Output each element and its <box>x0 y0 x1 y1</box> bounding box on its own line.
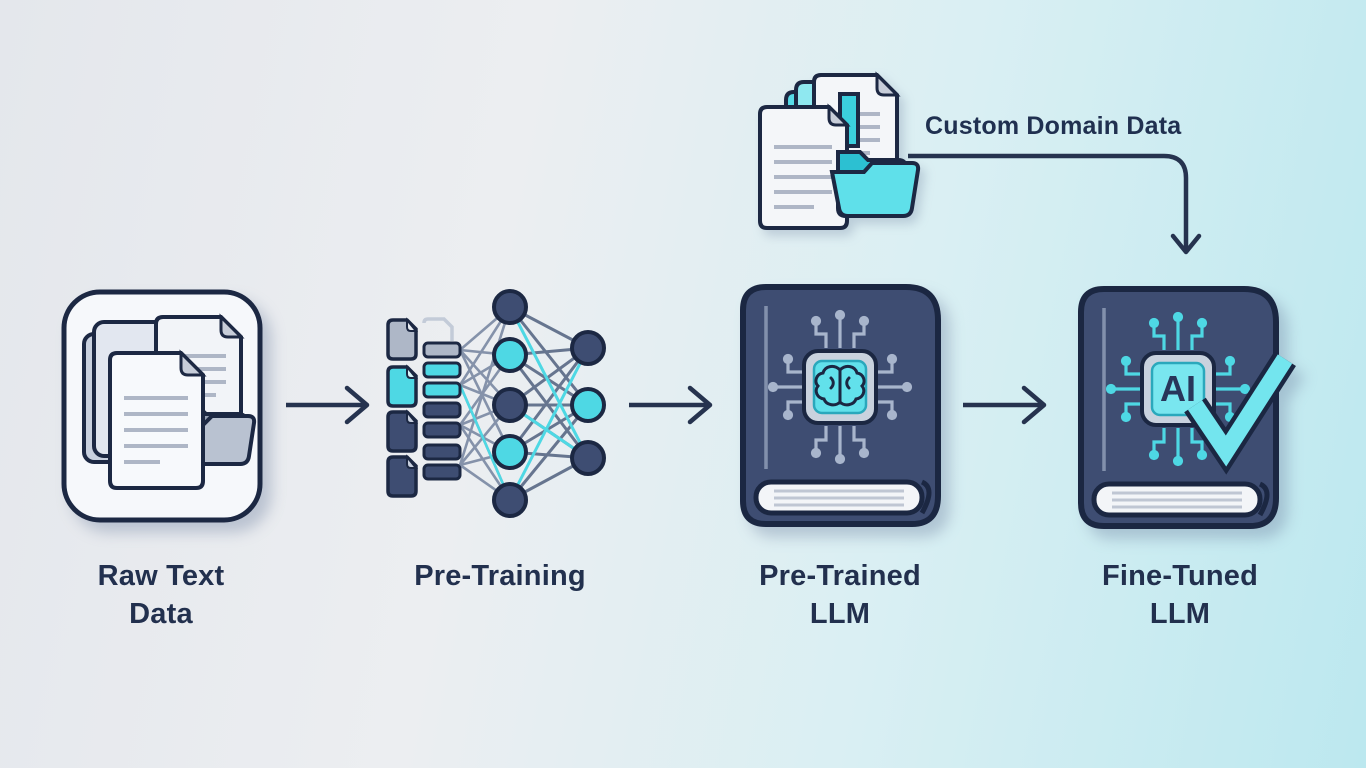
neural-network-icon <box>386 289 606 518</box>
checkmark-icon <box>1184 351 1296 475</box>
stage-label-pre-training: Pre-Training <box>414 560 586 592</box>
custom-domain-data-label: Custom Domain Data <box>925 112 1182 140</box>
flow-arrow-2 <box>629 385 713 425</box>
book-ai-chip-check-icon: AI <box>1078 286 1296 529</box>
arrow-curved-down-icon <box>908 153 1202 255</box>
ai-chip-text: AI <box>1160 368 1196 409</box>
raw-text-data-icon <box>61 289 263 523</box>
stage-label-fine-tuned-llm: Fine-Tuned LLM <box>1101 560 1259 630</box>
book-brain-chip-icon <box>740 284 941 527</box>
stage-label-pre-trained-llm: Pre-Trained LLM <box>759 560 921 630</box>
flow-arrow-3 <box>963 385 1047 425</box>
flow-arrow-1 <box>286 385 370 425</box>
stage-label-raw-text-data: Raw Text Data <box>97 560 225 630</box>
documents-cyan-folder-icon <box>758 71 921 230</box>
